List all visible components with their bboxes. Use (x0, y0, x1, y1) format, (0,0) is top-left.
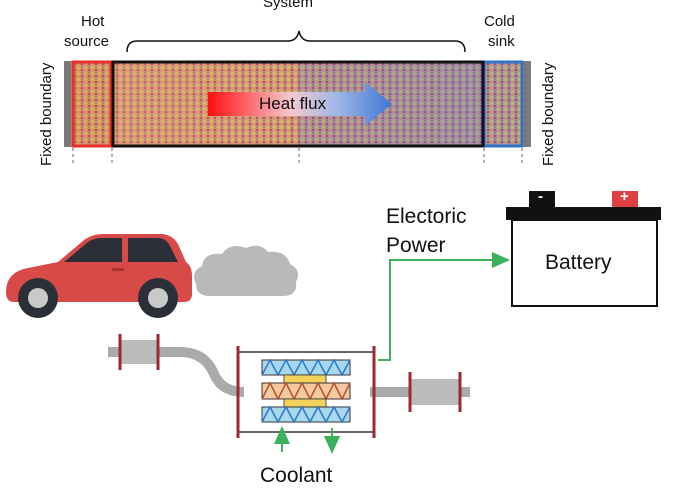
battery-label: Battery (545, 251, 612, 274)
exhaust-cloud-icon (194, 245, 298, 296)
coolant-label: Coolant (260, 464, 333, 487)
left-boundary-wall (64, 61, 71, 147)
car-icon (6, 234, 192, 318)
power-label-line2: Power (386, 234, 446, 257)
cold-sink-box (482, 60, 524, 148)
power-line (378, 252, 510, 361)
right-boundary-label: Fixed boundary (540, 62, 557, 166)
power-label-line1: Electoric (386, 205, 467, 228)
system-brace (126, 30, 466, 53)
thermoelectric-module (236, 346, 376, 438)
system-label: System (263, 0, 314, 11)
system-box (111, 60, 485, 148)
positive-terminal-label: + (620, 188, 629, 205)
heat-flux-label: Heat flux (259, 94, 327, 113)
heat-flux-arrow (208, 82, 392, 126)
hot-source-box (71, 60, 113, 148)
exhaust-system (108, 334, 470, 412)
negative-terminal (529, 191, 555, 209)
hot-source-label-line1: Hot (81, 13, 105, 30)
hot-source-label-line2: source (64, 33, 110, 50)
right-boundary-wall (524, 61, 531, 147)
left-boundary-label: Fixed boundary (38, 62, 55, 166)
cold-sink-label-line1: Cold (484, 13, 515, 30)
negative-terminal-label: - (538, 188, 543, 205)
battery-icon (506, 191, 661, 307)
positive-terminal (612, 191, 638, 209)
heat-transfer-panel (64, 30, 531, 164)
cold-sink-label-line2: sink (488, 33, 515, 50)
